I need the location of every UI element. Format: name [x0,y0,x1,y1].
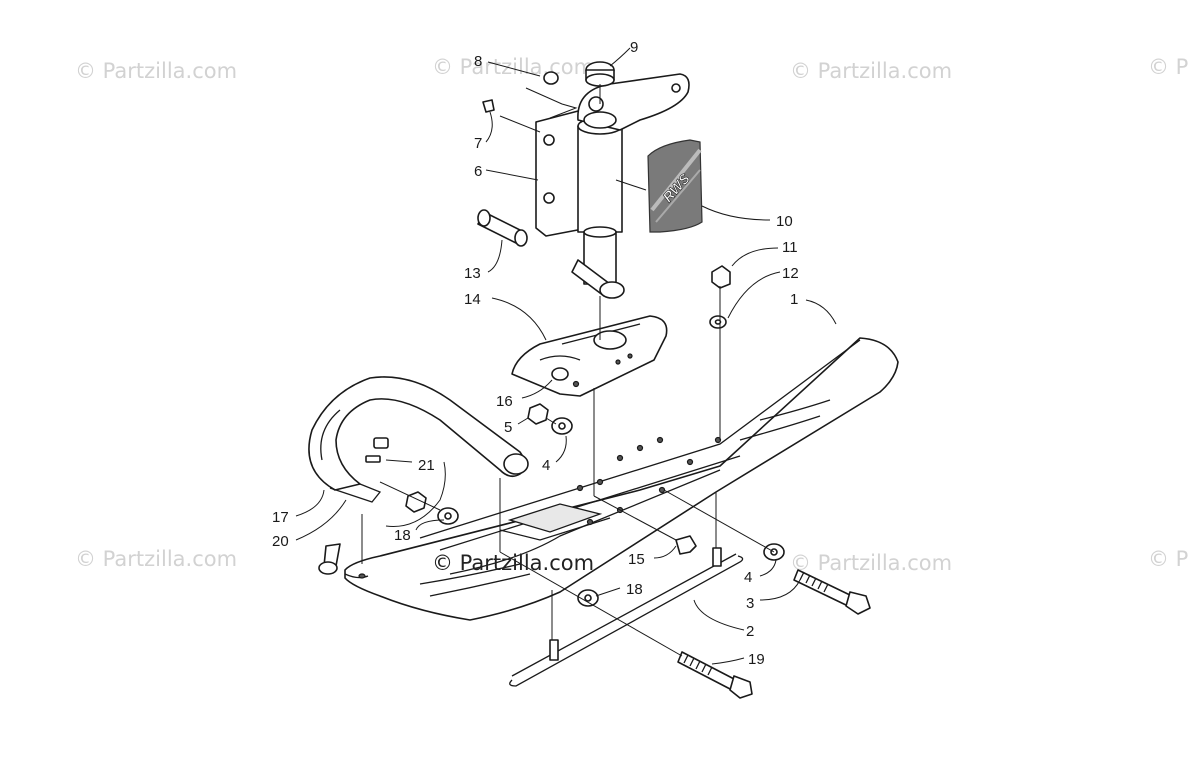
callout-18-left: 18 [394,527,411,544]
callout-13: 13 [464,265,481,282]
callout-19: 19 [748,651,765,668]
nut-5 [527,403,549,425]
ski-loop-handle [308,376,529,503]
spindle-assembly [482,61,690,299]
callout-4-lower: 4 [744,569,752,586]
watermark: © P [1148,55,1188,79]
callout-15: 15 [628,551,645,568]
callout-7: 7 [474,135,482,152]
nut-16 [551,367,569,381]
bolt-19 [677,651,753,699]
callout-leaders [295,47,837,665]
callout-8: 8 [474,53,482,70]
callout-4-upper: 4 [542,457,550,474]
callout-12: 12 [782,265,799,282]
bolt-20 [318,543,341,575]
wear-bar [509,547,744,687]
watermark: © Partzilla.com [75,547,237,571]
center-watermark: © Partzilla.com [432,551,594,575]
rws-decal: RWS [647,139,703,233]
callout-2: 2 [746,623,754,640]
callout-5: 5 [504,419,512,436]
callout-21: 21 [418,457,435,474]
watermark: © Partzilla.com [75,59,237,83]
callout-6: 6 [474,163,482,180]
callout-9: 9 [630,39,638,56]
ski-body [344,337,899,621]
callout-18-lower: 18 [626,581,643,598]
callout-14: 14 [464,291,481,308]
spacer-tube [477,209,528,247]
assembly-lines [361,84,775,657]
callout-11: 11 [782,239,798,256]
watermark: © Partzilla.com [790,551,952,575]
callout-3: 3 [746,595,754,612]
callout-16: 16 [496,393,513,410]
bolt-15 [675,535,697,555]
watermark: © P [1148,547,1188,571]
watermark: © Partzilla.com [432,55,594,79]
callout-20: 20 [272,533,289,550]
callout-labels: 9 8 7 6 10 11 12 1 13 14 16 5 4 21 17 18… [272,39,799,668]
callout-10: 10 [776,213,793,230]
callout-1: 1 [790,291,798,308]
watermark: © Partzilla.com [790,59,952,83]
bolt-3 [793,569,871,615]
saddle-bracket [511,315,668,397]
nut-11 [711,265,731,289]
callout-17: 17 [272,509,289,526]
